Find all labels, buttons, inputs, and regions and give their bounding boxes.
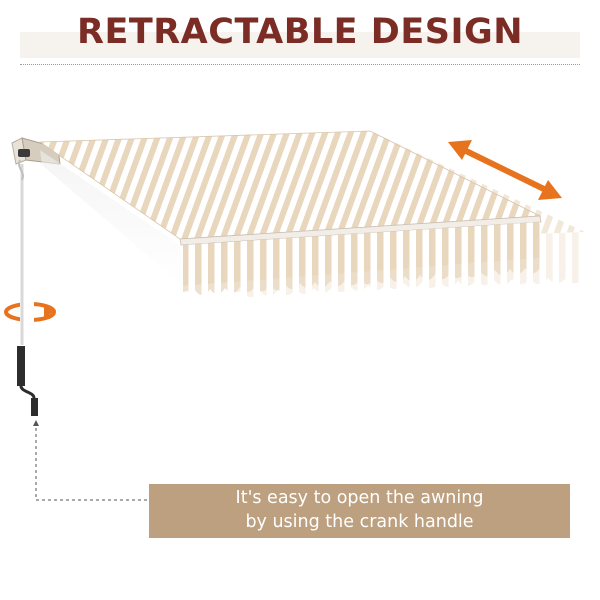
- rotate-icon: [4, 300, 56, 324]
- caption-box: It's easy to open the awning by using th…: [149, 484, 570, 538]
- caption-line-1: It's easy to open the awning: [235, 488, 484, 508]
- double-arrow-icon: [448, 140, 562, 200]
- leader-line: [33, 420, 149, 501]
- crank-handle: [17, 159, 38, 416]
- awning-canopy: [38, 130, 542, 296]
- header-band: [20, 32, 580, 58]
- title-divider: [20, 64, 580, 65]
- page-title: RETRACTABLE DESIGN: [77, 12, 523, 52]
- caption-line-2: by using the crank handle: [245, 512, 474, 532]
